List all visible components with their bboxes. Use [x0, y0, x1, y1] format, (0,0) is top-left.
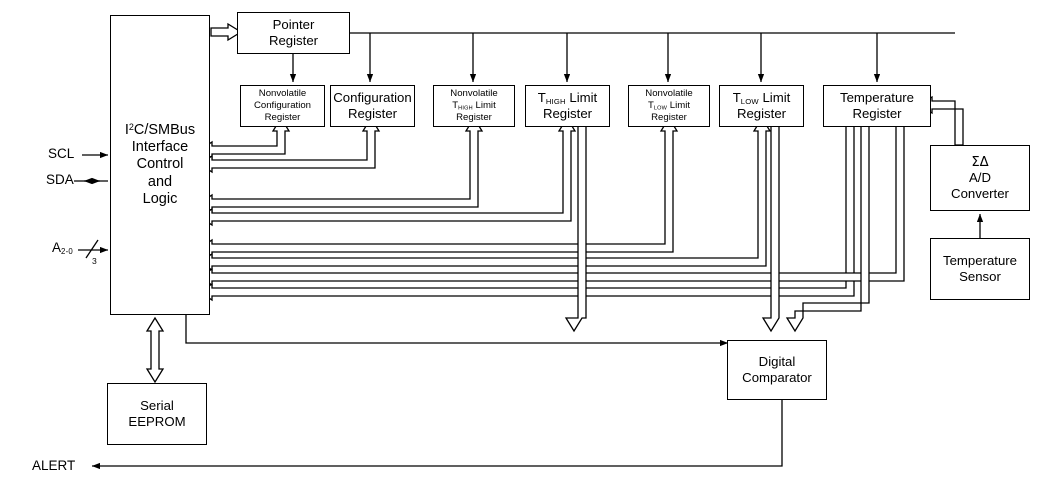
tlow-limit-register-block: TLOW Limit Register	[719, 85, 804, 127]
config-line-1: Configuration	[333, 90, 412, 106]
scl-signal-label: SCL	[48, 146, 75, 161]
nv-thigh-line-1: Nonvolatile	[450, 88, 498, 100]
config-line-2: Register	[347, 106, 398, 121]
digital-comparator-block: Digital Comparator	[727, 340, 827, 400]
interface-control-logic-block: I2C/SMBus Interface Control and Logic	[110, 15, 210, 315]
nv-tlow-line-2: TLOW Limit	[647, 99, 691, 112]
sda-signal-label: SDA	[46, 172, 74, 187]
nv-tlow-line-1: Nonvolatile	[645, 88, 693, 100]
nv-config-line-3: Register	[264, 111, 301, 123]
sigma-delta-symbol: ΣΔ	[971, 154, 989, 170]
serial-eeprom-line-1: Serial	[140, 398, 174, 414]
temperature-sensor-block: Temperature Sensor	[930, 238, 1030, 300]
adc-line-1: A/D	[969, 170, 991, 186]
nv-thigh-line-3: Register	[456, 112, 492, 124]
interface-line-5: Logic	[142, 191, 178, 208]
interface-line-2: Interface	[131, 138, 189, 155]
nonvolatile-tlow-limit-register-block: Nonvolatile TLOW Limit Register	[628, 85, 710, 127]
nv-config-line-2: Configuration	[253, 100, 312, 112]
serial-eeprom-line-2: EEPROM	[128, 414, 186, 429]
thigh-limit-register-block: THIGH Limit Register	[525, 85, 610, 127]
temperature-sensor-line-1: Temperature	[942, 253, 1018, 269]
nv-thigh-line-2: THIGH Limit	[452, 99, 496, 112]
nonvolatile-thigh-limit-register-block: Nonvolatile THIGH Limit Register	[433, 85, 515, 127]
temperature-register-line-2: Register	[852, 106, 902, 121]
nonvolatile-configuration-register-block: Nonvolatile Configuration Register	[240, 85, 325, 127]
interface-line-4: and	[147, 173, 173, 190]
pointer-register-line-1: Pointer	[272, 17, 315, 33]
thigh-line-2: Register	[542, 106, 593, 122]
alert-signal-label: ALERT	[32, 458, 76, 473]
nv-config-line-1: Nonvolatile	[258, 88, 307, 100]
address-bus-width-label: 3	[92, 256, 97, 266]
temperature-register-block: Temperature Register	[823, 85, 931, 127]
digital-comparator-line-1: Digital	[758, 354, 796, 370]
configuration-register-block: Configuration Register	[330, 85, 415, 127]
sigma-delta-adc-block: ΣΔ A/D Converter	[930, 145, 1030, 211]
pointer-register-line-2: Register	[268, 33, 319, 48]
tlow-line-1: TLOW Limit	[732, 90, 791, 107]
interface-line-3: Control	[136, 156, 184, 173]
tlow-line-2: Register	[736, 106, 787, 122]
temperature-register-line-1: Temperature	[839, 90, 915, 106]
nv-tlow-line-3: Register	[651, 112, 687, 124]
address-bus-label: A2-0	[52, 240, 73, 257]
digital-comparator-line-2: Comparator	[742, 370, 812, 385]
temperature-sensor-line-2: Sensor	[959, 269, 1001, 284]
adc-line-2: Converter	[951, 185, 1009, 201]
interface-title-line: I2C/SMBus	[124, 121, 196, 138]
pointer-register-block: Pointer Register	[237, 12, 350, 54]
thigh-line-1: THIGH Limit	[537, 90, 598, 107]
serial-eeprom-block: Serial EEPROM	[107, 383, 207, 445]
